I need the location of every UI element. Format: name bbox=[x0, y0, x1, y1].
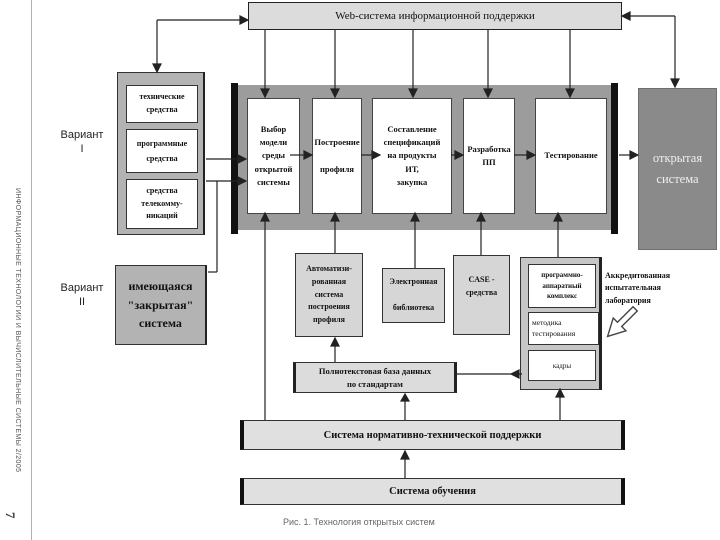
variant-1-label: Вариант I bbox=[60, 129, 104, 156]
normative-support-system-label: Система нормативно-технической поддержки bbox=[323, 429, 542, 441]
page-number: 7 bbox=[3, 512, 18, 519]
variant-1-container: технические средства программные средств… bbox=[117, 72, 205, 235]
accredited-lab-label: Аккредитованная испытательная лаборатори… bbox=[605, 271, 671, 305]
accredited-lab-container: программно- аппаратный комплекс методика… bbox=[520, 257, 602, 390]
process-testing-box: Тестирование bbox=[535, 98, 607, 214]
figure-caption: Рис. 1. Технология открытых систем bbox=[283, 517, 435, 527]
web-support-system-box: Web-система информационной поддержки bbox=[248, 2, 622, 30]
process-specifications-box: Составление спецификаций на продукты ИТ,… bbox=[372, 98, 452, 214]
web-support-system-label: Web-система информационной поддержки bbox=[335, 10, 535, 22]
page-edge-rule bbox=[31, 0, 32, 540]
process-development-box: Разработка ПП bbox=[463, 98, 515, 214]
process-block-left-bar bbox=[231, 83, 238, 234]
software-box: программные средства bbox=[126, 129, 198, 173]
hardware-box: технические средства bbox=[126, 85, 198, 123]
normative-support-system-box: Система нормативно-технической поддержки bbox=[240, 420, 625, 450]
closed-system-box: имеющаяся "закрытая" система bbox=[115, 265, 207, 345]
standards-database-box: Полнотекстовая база данных по стандартам bbox=[293, 362, 457, 393]
sketch-arrow-icon bbox=[606, 305, 639, 338]
hw-sw-complex-box: программно- аппаратный комплекс bbox=[528, 264, 596, 308]
process-block-right-bar bbox=[611, 83, 618, 234]
automated-profile-system-box: Автоматизи- рованная система построения … bbox=[295, 253, 363, 337]
electronic-library-box: Электронная библиотека bbox=[382, 268, 445, 323]
process-block: Выбор модели среды открытой системы Пост… bbox=[238, 85, 611, 230]
variant-2-label: Вариант II bbox=[60, 282, 104, 309]
training-system-box: Система обучения bbox=[240, 478, 625, 505]
journal-title-vertical: ИНФОРМАЦИОННЫЕ ТЕХНОЛОГИИ И ВЫЧИСЛИТЕЛЬН… bbox=[14, 188, 21, 473]
personnel-box: кадры bbox=[528, 350, 596, 381]
training-system-label: Система обучения bbox=[389, 486, 476, 497]
telecom-box: средства телекомму- никаций bbox=[126, 179, 198, 229]
process-build-profile-box: Построение профиля bbox=[312, 98, 362, 214]
process-choose-model-box: Выбор модели среды открытой системы bbox=[247, 98, 300, 214]
testing-method-box: методика тестирования bbox=[528, 312, 599, 345]
open-system-box: открытая система bbox=[638, 88, 717, 250]
case-tools-box: CASE - средства bbox=[453, 255, 510, 335]
